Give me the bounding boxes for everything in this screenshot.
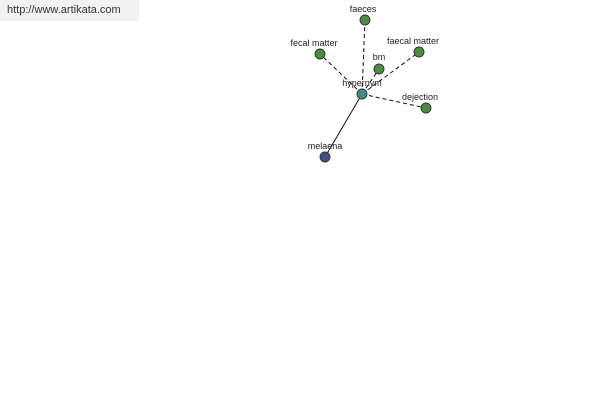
node-label-bm: bm — [373, 52, 386, 62]
node-label-faeces: faeces — [350, 4, 377, 14]
edge-hypernym-to-fecal-matter — [319, 53, 363, 95]
edge-hypernym-to-melaena — [324, 93, 363, 158]
edge-hypernym-to-dejection — [361, 93, 427, 109]
node-hypernym[interactable] — [356, 88, 368, 100]
node-melaena[interactable] — [319, 151, 331, 163]
node-dejection[interactable] — [420, 102, 432, 114]
node-faeces[interactable] — [359, 14, 371, 26]
node-label-dejection: dejection — [402, 92, 438, 102]
watermark-bar: http://www.artikata.com — [0, 0, 139, 21]
watermark-url: http://www.artikata.com — [7, 4, 121, 16]
node-fecal-matter[interactable] — [314, 48, 326, 60]
node-label-fecal-matter: fecal matter — [290, 38, 337, 48]
edge-hypernym-to-faeces — [361, 19, 366, 95]
node-faecal-matter[interactable] — [413, 46, 425, 58]
node-bm[interactable] — [373, 63, 385, 75]
nodes-layer — [314, 14, 432, 163]
edges-layer — [319, 19, 427, 158]
node-label-faecal-matter: faecal matter — [387, 36, 439, 46]
edge-hypernym-to-bm — [361, 68, 380, 95]
labels-layer: hypernym faeces fecal matter faecal matterb… — [290, 4, 439, 151]
node-label-hypernym: hypernym — [342, 78, 382, 88]
node-label-melaena: melaena — [308, 141, 343, 151]
edge-hypernym-to-faecal-matter — [361, 51, 420, 95]
